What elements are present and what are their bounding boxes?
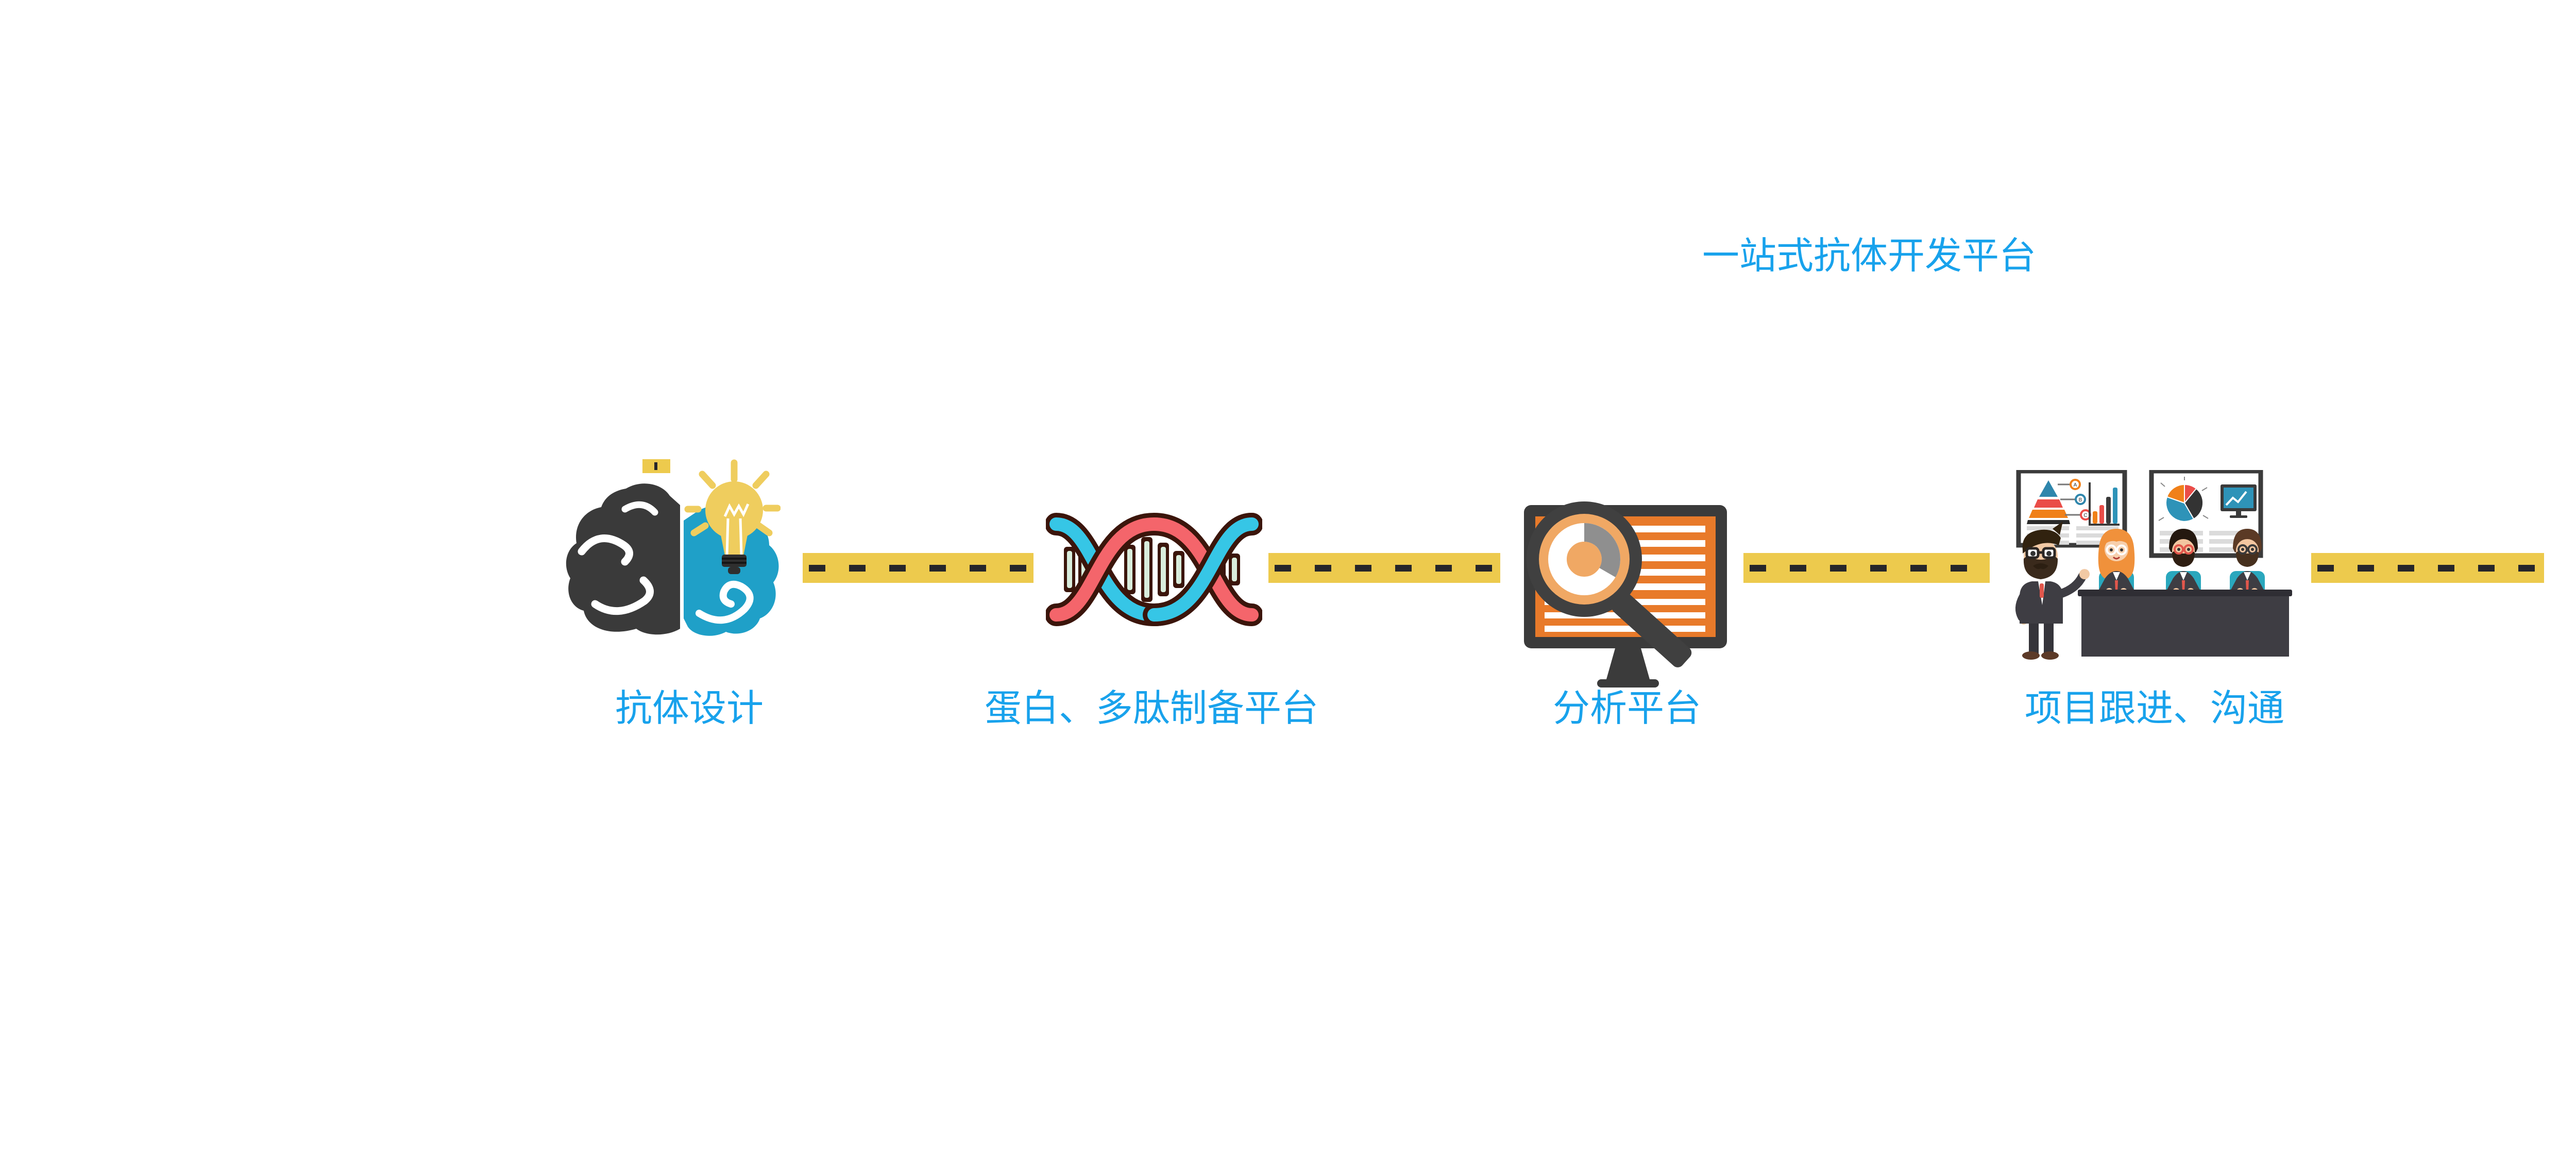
step-label-2: 蛋白、多肽制备平台	[984, 688, 1319, 729]
brain-idea-icon	[566, 459, 781, 636]
page-title: 一站式抗体开发平台	[1702, 236, 2037, 277]
dna-helix-icon	[1046, 512, 1262, 627]
bulb-rays	[684, 459, 781, 536]
road-fragment	[642, 459, 670, 473]
svg-text:C: C	[2083, 513, 2087, 518]
dashed-road-segment-1	[803, 553, 1033, 583]
road-dashes	[1750, 565, 1986, 572]
dashed-road-segment-4	[2311, 553, 2544, 583]
presenter-figure	[2015, 522, 2090, 660]
svg-text:A: A	[2074, 482, 2077, 488]
magnifier	[1527, 501, 1692, 667]
step-label-1: 抗体设计	[615, 688, 764, 729]
dashed-road-segment-3	[1743, 553, 1990, 583]
team-meeting-icon: A B C	[2015, 470, 2292, 660]
woman-figure	[2097, 529, 2136, 595]
dna-rungs	[1064, 537, 1240, 602]
road-dashes	[809, 565, 1029, 572]
step-label-3: 分析平台	[1552, 688, 1702, 729]
man-figure-2	[2229, 529, 2266, 595]
road-dashes	[1275, 565, 1496, 572]
monitor-magnifier-icon	[1524, 501, 1727, 688]
road-dashes	[2317, 565, 2540, 572]
dashed-road-segment-2	[1268, 553, 1500, 583]
road-fragment-dash	[654, 462, 657, 470]
svg-text:B: B	[2079, 497, 2082, 503]
step-label-4: 项目跟进、沟通	[2024, 688, 2285, 729]
desk	[2081, 594, 2289, 657]
man-figure-1	[2165, 529, 2202, 595]
